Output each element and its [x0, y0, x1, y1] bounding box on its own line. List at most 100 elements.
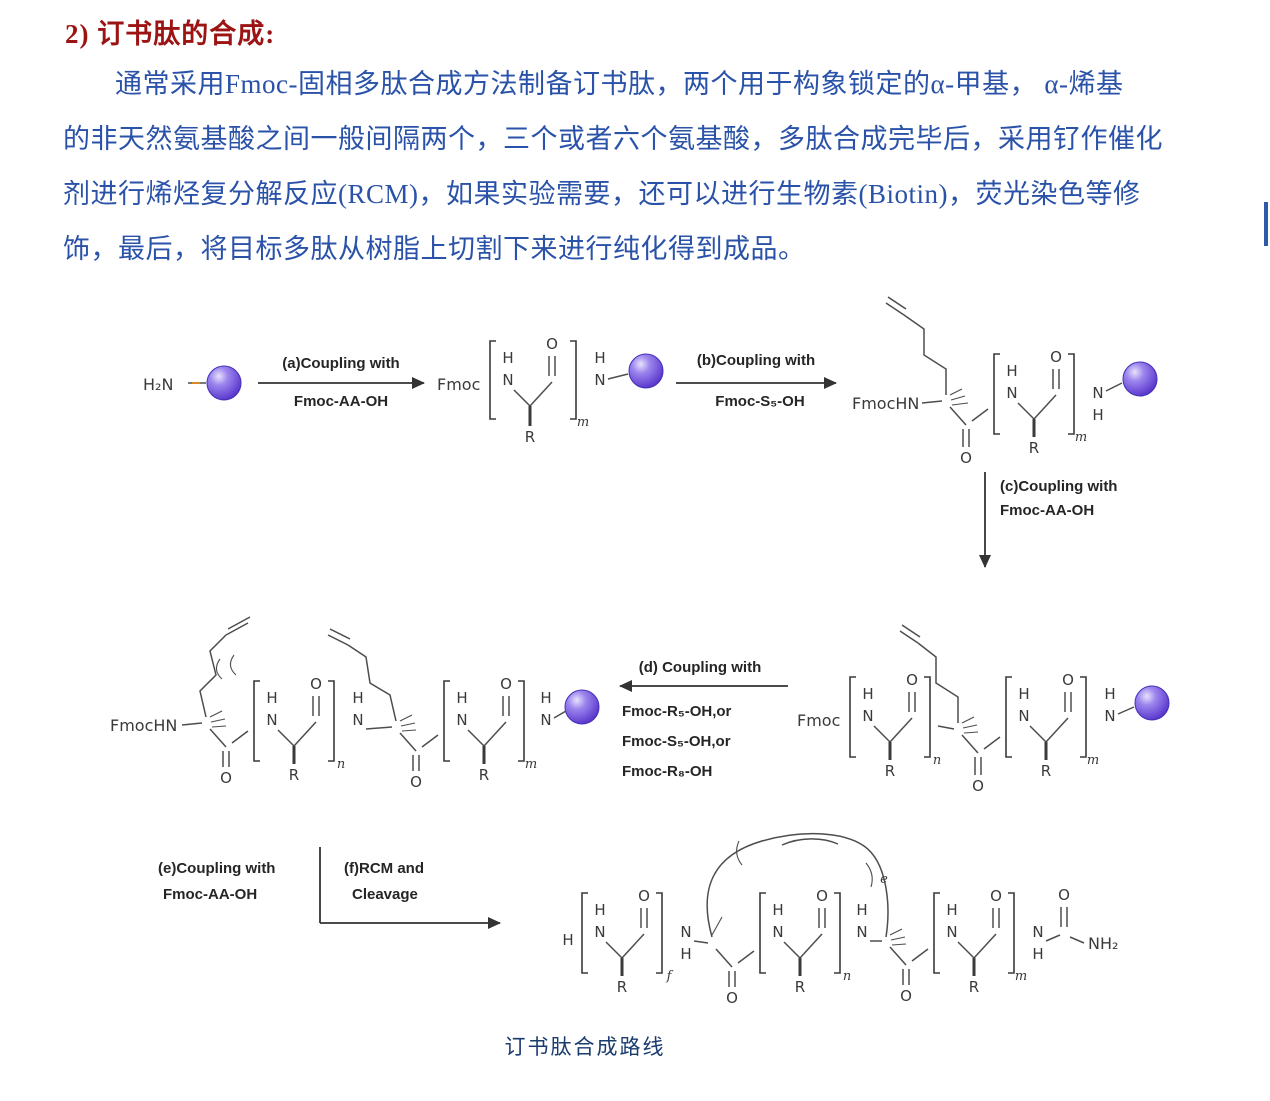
bracket-left	[849, 676, 856, 758]
bond	[1029, 725, 1047, 743]
atom-H: H	[946, 901, 957, 919]
reaction-arrow-b: (b)Coupling with Fmoc-S₅-OH	[676, 352, 837, 410]
atom-R: R	[1029, 439, 1039, 457]
alkene-bond	[887, 296, 907, 310]
bond	[399, 732, 417, 752]
atom-N: N	[680, 923, 691, 941]
alkene-bond	[227, 616, 251, 630]
alkene-bond	[329, 628, 351, 640]
fmoc-label: Fmoc	[437, 375, 480, 394]
atom-N: N	[1104, 707, 1115, 725]
bond	[1069, 936, 1085, 944]
step-d-label-2: Fmoc-R₅-OH,or	[622, 703, 732, 720]
atom-H: H	[1104, 685, 1115, 703]
methyl-hash	[962, 724, 978, 729]
fmochn-label: FmocHN	[110, 716, 177, 735]
atom-R: R	[289, 766, 299, 784]
step-b-label-2: Fmoc-S₅-OH	[715, 393, 804, 410]
bond	[365, 726, 393, 730]
bond	[1105, 382, 1123, 392]
atom-H: H	[1032, 945, 1043, 963]
bond	[209, 728, 227, 748]
step-c-label-2: Fmoc-AA-OH	[1000, 502, 1094, 519]
atom-N: N	[502, 371, 513, 389]
atom-O: O	[726, 989, 738, 1007]
chain-mark	[215, 658, 223, 680]
bond	[889, 946, 907, 966]
synthesis-scheme-figure: H₂N (a)Coupling with Fmoc-AA-OH Fmoc H N…	[0, 279, 1270, 1029]
paragraph-line: 饰，最后，将目标多肽从树脂上切割下来进行纯化得到成品。	[63, 234, 806, 264]
methyl-hash	[399, 714, 413, 722]
atom-N: N	[946, 923, 957, 941]
atom-N: N	[540, 711, 551, 729]
bond	[961, 734, 979, 754]
methyl-hash	[891, 943, 907, 946]
atom-R: R	[1041, 762, 1051, 780]
step-d-label-4: Fmoc-R₈-OH	[622, 763, 712, 780]
nh2-label: NH₂	[1088, 934, 1118, 953]
bond	[957, 941, 975, 959]
resin-bead	[1134, 685, 1170, 721]
atom-O: O	[638, 887, 650, 905]
atom-H: H	[594, 901, 605, 919]
bracket-right	[1068, 353, 1075, 435]
bond	[181, 722, 203, 726]
subscript-m: m	[577, 415, 589, 430]
atom-O: O	[310, 675, 322, 693]
methyl-hash	[949, 388, 963, 396]
atom-R: R	[525, 428, 535, 446]
chain-mark	[865, 862, 873, 888]
atom-H: H	[502, 349, 513, 367]
bracket-left	[1005, 676, 1012, 758]
bracket-right	[656, 892, 663, 974]
bond	[553, 710, 567, 719]
bracket-left	[581, 892, 588, 974]
atom-O: O	[972, 777, 984, 795]
atom-O: O	[1058, 886, 1070, 904]
atom-H: H	[266, 689, 277, 707]
atom-N: N	[594, 923, 605, 941]
atom-O: O	[500, 675, 512, 693]
methyl-hash	[400, 722, 416, 727]
reaction-arrow-d: (d) Coupling with Fmoc-R₅-OH,or Fmoc-S₅-…	[619, 659, 788, 780]
subscript-m: m	[525, 757, 537, 772]
methyl-hash	[961, 716, 975, 724]
bond	[277, 729, 295, 747]
step-a-label-2: Fmoc-AA-OH	[294, 393, 388, 410]
atom-N: N	[594, 371, 605, 389]
structure-stapled-peptide-product: H H N R O f N H e O H N R O	[562, 832, 1118, 1007]
bracket-left	[489, 340, 496, 420]
bracket-left	[993, 353, 1000, 435]
bracket-left	[933, 892, 940, 974]
atom-N: N	[862, 707, 873, 725]
fmoc-label: Fmoc	[797, 711, 840, 730]
methyl-hash	[209, 710, 223, 718]
bond	[421, 734, 439, 748]
fmochn-label: FmocHN	[852, 394, 919, 413]
bond	[607, 373, 629, 380]
atom-N: N	[856, 923, 867, 941]
reaction-arrow-c: (c)Coupling with Fmoc-AA-OH	[979, 472, 1117, 568]
alkene-bond	[901, 624, 921, 638]
resin-bead	[206, 365, 242, 401]
atom-O: O	[900, 987, 912, 1005]
step-c-label-1: (c)Coupling with	[1000, 478, 1117, 495]
alkenyl-chain	[917, 642, 959, 723]
bond	[1045, 717, 1069, 743]
body-paragraph: 通常采用Fmoc-固相多肽合成方法制备订书肽，两个用于构象锁定的α-甲基， α-…	[63, 57, 1250, 277]
structure-fmoc-peptide-resin: Fmoc H N R O m N H	[437, 335, 664, 446]
step-d-label-3: Fmoc-S₅-OH,or	[622, 733, 731, 750]
methyl-bond	[711, 916, 723, 936]
subscript-m: m	[1075, 430, 1087, 445]
methyl-hash	[963, 731, 979, 734]
atom-R: R	[795, 978, 805, 996]
subscript-m: m	[1087, 753, 1099, 768]
methyl-hash	[401, 729, 417, 732]
bond	[1033, 394, 1057, 420]
paragraph-line: 的非天然氨基酸之间一般间隔两个，三个或者六个氨基酸，多肽合成完毕后，采用钌作催化	[63, 124, 1163, 154]
section-heading: 2) 订书肽的合成:	[65, 19, 276, 49]
atom-H: H	[594, 349, 605, 367]
terminal-H: H	[562, 931, 573, 949]
atom-R: R	[617, 978, 627, 996]
atom-O: O	[546, 335, 558, 353]
